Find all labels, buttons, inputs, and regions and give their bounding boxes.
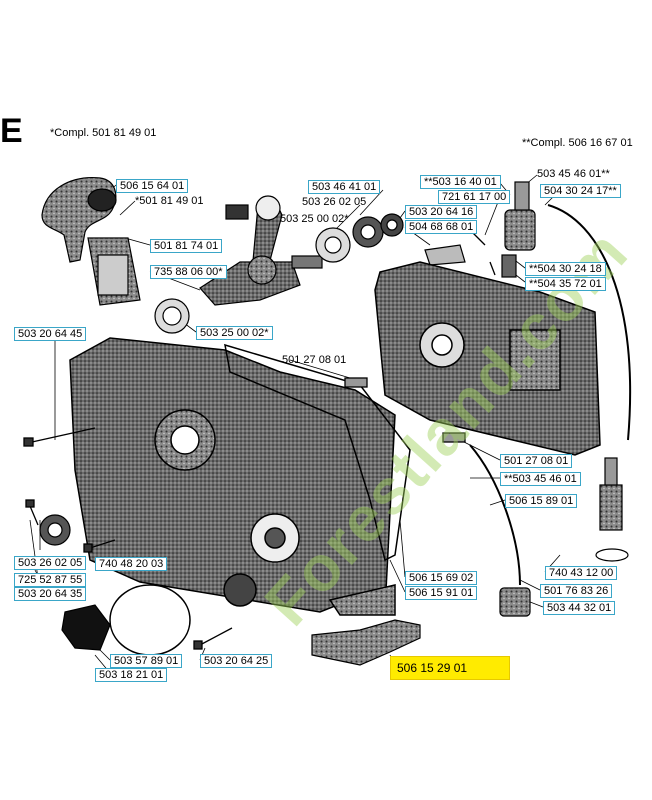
part-label[interactable]: 740 48 20 03: [95, 557, 168, 571]
part-label[interactable]: **503 16 40 01: [420, 175, 501, 189]
part-label[interactable]: 506 15 64 01: [116, 179, 189, 193]
part-label[interactable]: 501 81 74 01: [150, 239, 223, 253]
part-label[interactable]: 721 61 17 00: [438, 190, 511, 204]
part-label[interactable]: *501 81 49 01: [135, 195, 204, 207]
part-label[interactable]: 501 27 08 01: [282, 354, 347, 366]
section-letter: E: [0, 112, 23, 150]
intake-manifold: [41, 177, 141, 306]
oil-filter: [469, 444, 629, 617]
oil-pump: [424, 181, 536, 278]
part-label[interactable]: 506 15 89 01: [505, 494, 578, 508]
screws: [23, 229, 496, 650]
part-label[interactable]: 503 25 00 02*: [196, 326, 273, 340]
part-label[interactable]: 503 20 64 45: [14, 327, 87, 341]
compl-right-label: **Compl. 506 16 67 01: [522, 137, 633, 149]
part-label[interactable]: 735 88 06 00*: [150, 265, 227, 279]
part-label[interactable]: 503 57 89 01: [110, 654, 183, 668]
part-label[interactable]: 503 25 00 02*: [280, 213, 349, 225]
part-label[interactable]: 503 26 02 05: [302, 196, 367, 208]
gasket: [224, 343, 411, 562]
part-label[interactable]: 501 27 08 01: [500, 454, 573, 468]
oil-cap: [61, 584, 191, 656]
part-label[interactable]: 501 76 83 26: [540, 584, 613, 598]
part-label[interactable]: 503 20 64 25: [200, 654, 273, 668]
bearings: [154, 213, 404, 334]
part-label[interactable]: 503 20 64 35: [14, 587, 87, 601]
oil-hose: [547, 204, 632, 441]
part-label[interactable]: 506 15 91 01: [405, 586, 478, 600]
part-label[interactable]: 725 52 87 55: [14, 573, 87, 587]
crankcase-right: [374, 261, 601, 456]
part-label[interactable]: **504 30 24 18: [525, 262, 606, 276]
part-label[interactable]: 503 44 32 01: [543, 601, 616, 615]
part-label[interactable]: 504 30 24 17**: [540, 184, 621, 198]
part-label[interactable]: 503 45 46 01**: [537, 168, 610, 180]
part-label[interactable]: 503 46 41 01: [308, 180, 381, 194]
part-label[interactable]: 503 20 64 16: [405, 205, 478, 219]
part-label[interactable]: 504 68 68 01: [405, 220, 478, 234]
part-label[interactable]: 740 43 12 00: [545, 566, 618, 580]
guide-plate: [311, 619, 421, 666]
compl-left-label: *Compl. 501 81 49 01: [50, 127, 157, 139]
highlighted-part-label[interactable]: 506 15 29 01: [390, 656, 510, 680]
part-label[interactable]: **503 45 46 01: [500, 472, 581, 486]
part-label[interactable]: **504 35 72 01: [525, 277, 606, 291]
part-label[interactable]: 506 15 69 02: [405, 571, 478, 585]
seal-ring: [39, 514, 71, 546]
part-label[interactable]: 503 18 21 01: [95, 668, 168, 682]
part-label[interactable]: 503 26 02 05: [14, 556, 87, 570]
